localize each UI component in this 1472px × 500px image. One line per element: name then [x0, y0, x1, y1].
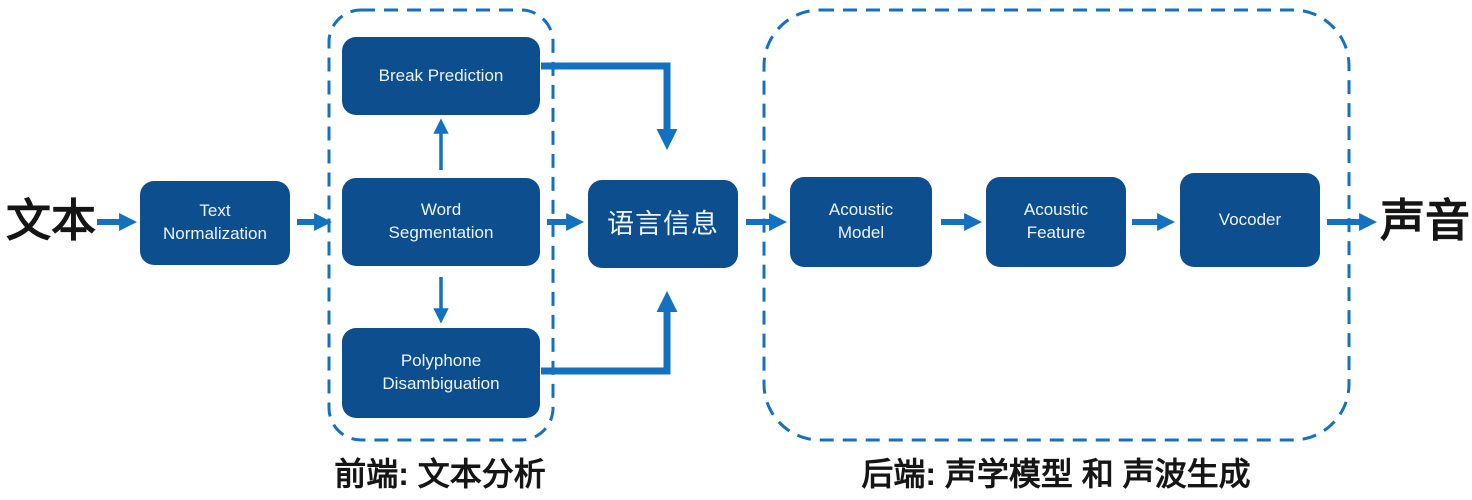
backend-caption: 后端: 声学模型 和 声波生成 — [861, 456, 1251, 492]
node-polyphone-disambiguation-label: Polyphone Disambiguation — [382, 351, 500, 393]
arrow-polyphone-to-linguistic-info — [541, 291, 678, 375]
node-word-segmentation: Word Segmentation — [342, 178, 540, 266]
output-label: 声音 — [1380, 195, 1471, 246]
node-acoustic-model-label: Acoustic Model — [828, 200, 894, 242]
node-acoustic-feature-label: Acoustic Feature — [1023, 200, 1089, 242]
node-text-normalization-label: Text Normalization — [163, 201, 267, 243]
node-acoustic-model: Acoustic Model — [790, 177, 932, 267]
node-word-segmentation-label: Word Segmentation — [388, 200, 494, 242]
node-linguistic-info: 语言信息 — [588, 180, 738, 268]
arrow-break-prediction-to-linguistic-info — [541, 62, 678, 150]
node-vocoder-label: Vocoder — [1218, 209, 1282, 229]
node-vocoder: Vocoder — [1180, 173, 1320, 267]
node-break-prediction-label: Break Prediction — [378, 65, 504, 85]
frontend-caption: 前端: 文本分析 — [334, 456, 546, 492]
node-linguistic-info-label: 语言信息 — [607, 208, 719, 239]
node-break-prediction: Break Prediction — [342, 37, 540, 115]
input-label: 文本 — [6, 195, 97, 246]
node-polyphone-disambiguation: Polyphone Disambiguation — [342, 328, 540, 418]
node-acoustic-feature: Acoustic Feature — [986, 177, 1126, 267]
node-text-normalization: Text Normalization — [140, 181, 290, 265]
